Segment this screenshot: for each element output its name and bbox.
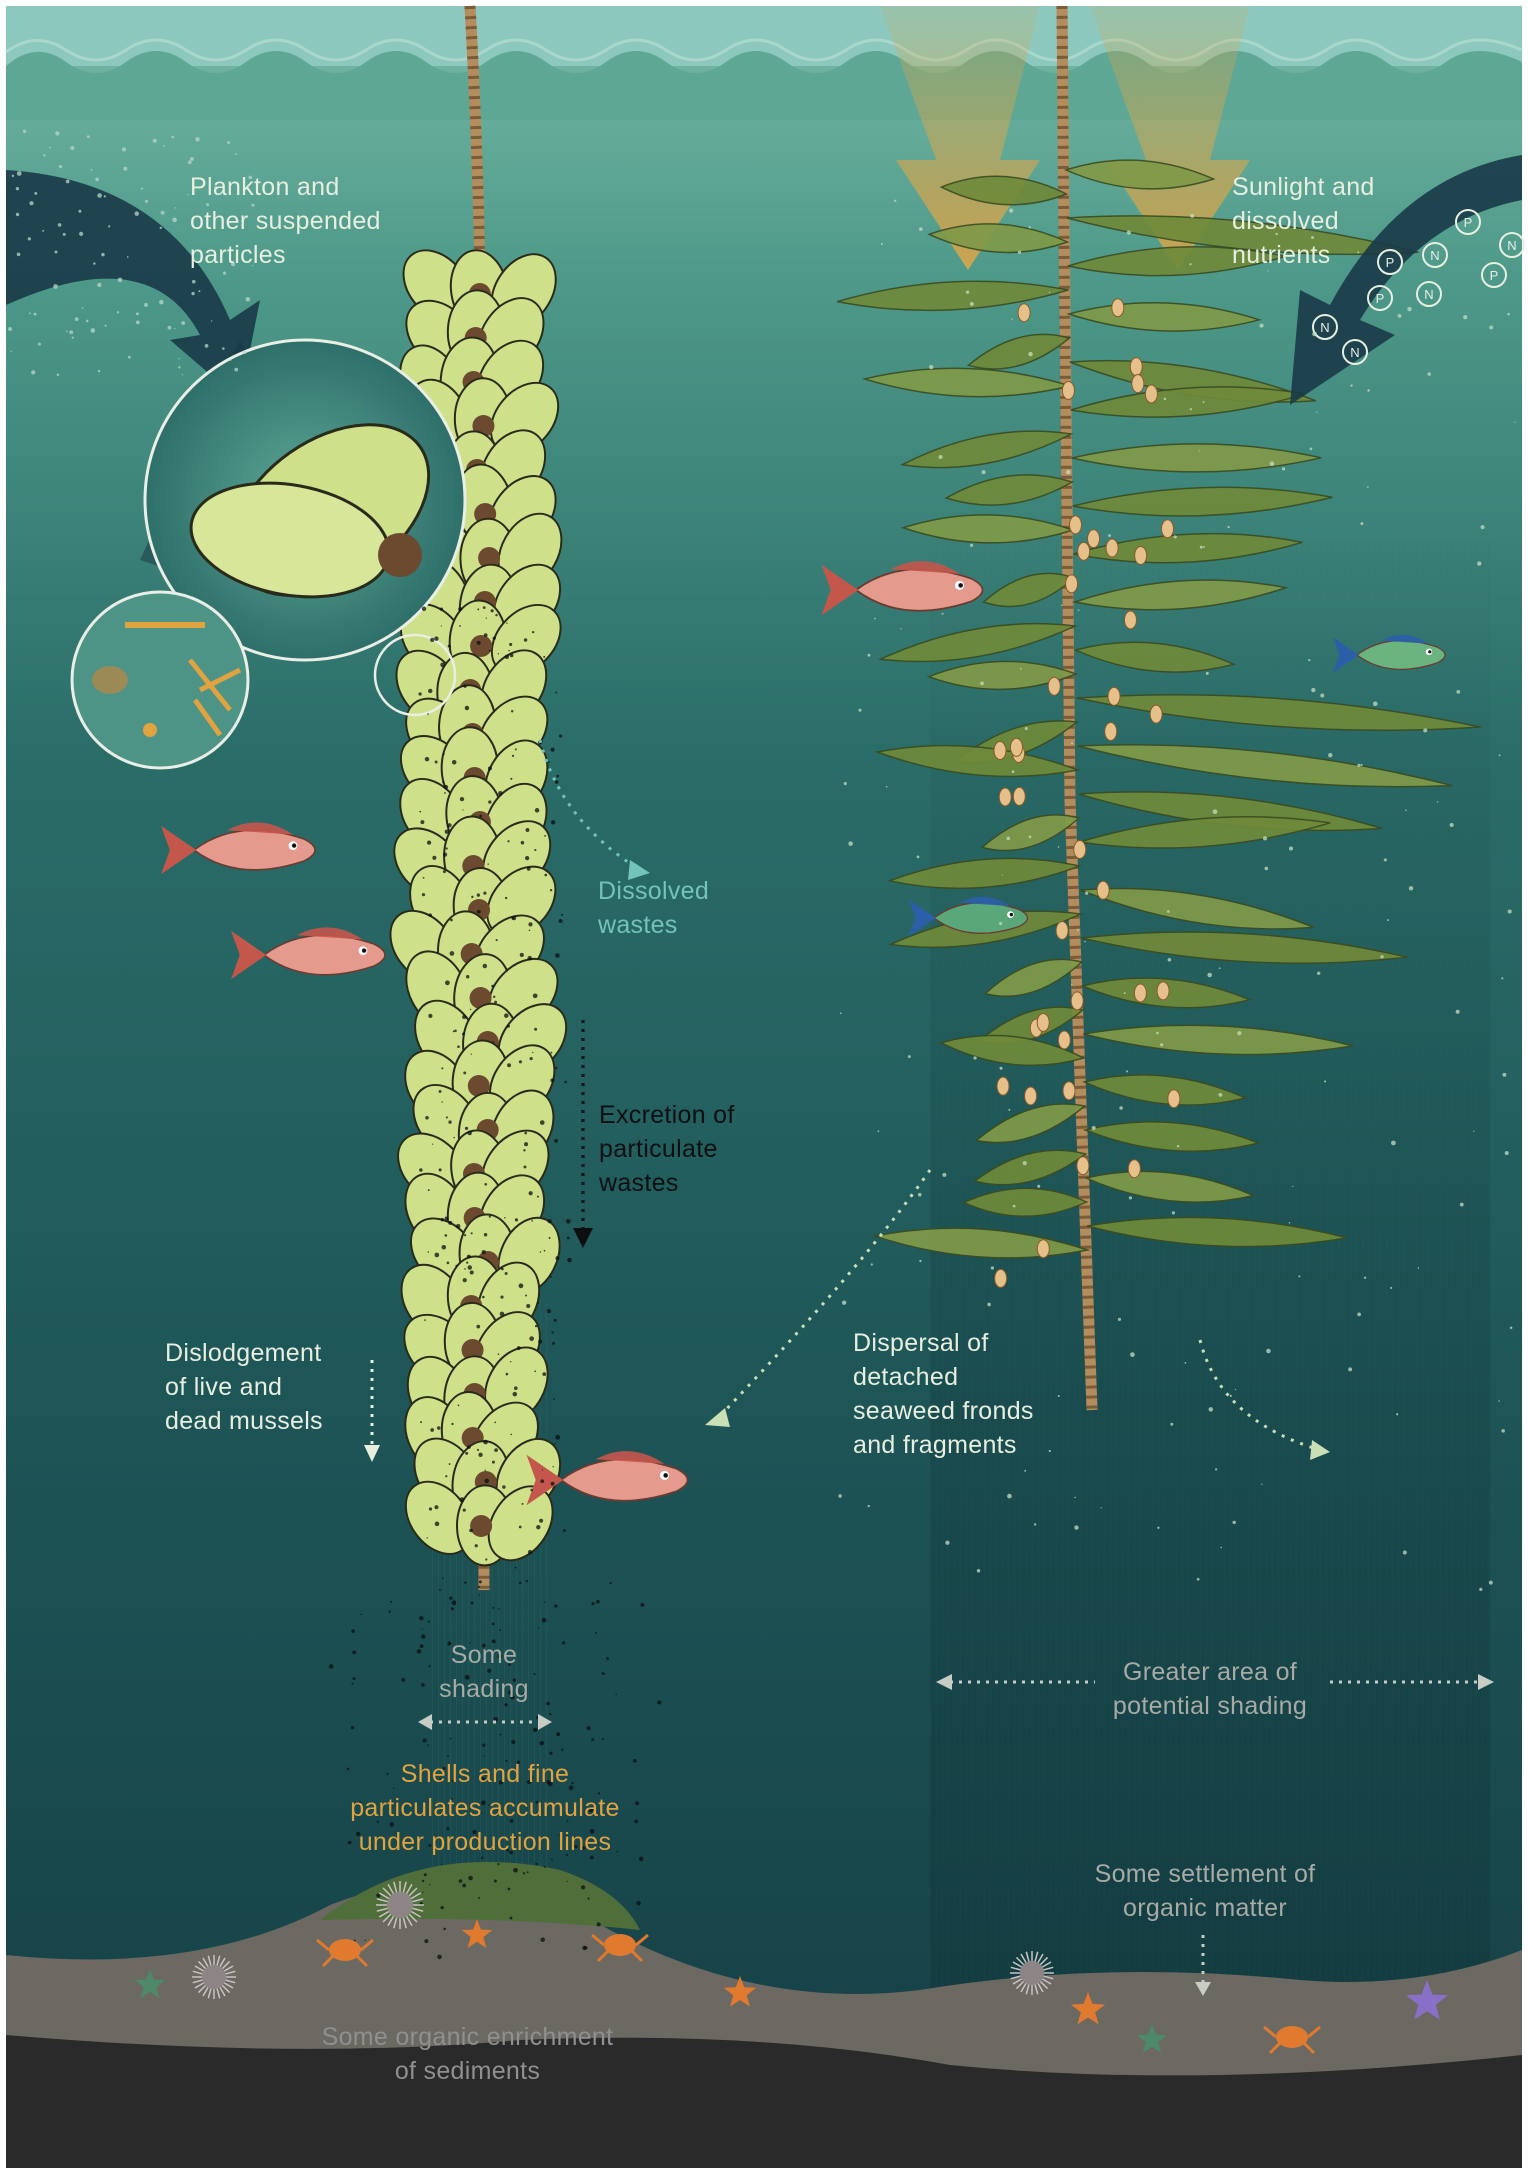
kelp-bladder-icon: [1168, 1090, 1180, 1108]
kelp-bladder-icon: [1112, 299, 1124, 317]
mussel-hinge-icon: [470, 1515, 492, 1537]
kelp-bladder-icon: [1128, 1160, 1140, 1178]
kelp-bladder-icon: [1108, 687, 1120, 705]
enrichment-label: Some organic enrichmentof sediments: [295, 2020, 640, 2088]
settlement-label: Some settlement oforganic matter: [1060, 1857, 1350, 1925]
svg-text:N: N: [1320, 320, 1329, 335]
kelp-bladder-icon: [1077, 1157, 1089, 1175]
kelp-bladder-icon: [1071, 992, 1083, 1010]
kelp-bladder-icon: [1150, 705, 1162, 723]
kelp-bladder-icon: [1161, 520, 1173, 538]
shells-accumulate-label: Shells and fineparticulates accumulateun…: [320, 1757, 650, 1859]
kelp-bladder-icon: [1124, 611, 1136, 629]
sea-urchin-icon: [376, 1881, 424, 1929]
kelp-bladder-icon: [1078, 542, 1090, 560]
kelp-bladder-icon: [1066, 575, 1078, 593]
kelp-bladder-icon: [1056, 921, 1068, 939]
kelp-bladder-icon: [1062, 381, 1074, 399]
kelp-bladder-icon: [1135, 546, 1147, 564]
svg-text:N: N: [1430, 248, 1439, 263]
some-shading-label: Someshading: [424, 1638, 544, 1706]
dispersal-label: Dispersal ofdetachedseaweed frondsand fr…: [853, 1326, 1034, 1462]
kelp-bladder-icon: [1145, 385, 1157, 403]
kelp-bladder-icon: [995, 1269, 1007, 1287]
kelp-bladder-icon: [994, 742, 1006, 760]
svg-text:N: N: [1350, 345, 1359, 360]
dissolved-wastes-label: Dissolvedwastes: [598, 874, 709, 942]
sunlight-label: Sunlight anddissolvednutrients: [1232, 170, 1375, 272]
svg-text:P: P: [1490, 268, 1499, 283]
kelp-bladder-icon: [1106, 539, 1118, 557]
kelp-bladder-icon: [1037, 1240, 1049, 1258]
kelp-bladder-icon: [1069, 516, 1081, 534]
plankton-label: Plankton andother suspendedparticles: [190, 170, 381, 272]
excretion-label: Excretion ofparticulatewastes: [599, 1098, 735, 1200]
kelp-bladder-icon: [1134, 984, 1146, 1002]
svg-text:P: P: [1386, 255, 1395, 270]
kelp-bladder-icon: [1048, 677, 1060, 695]
kelp-bladder-icon: [1088, 530, 1100, 548]
greater-shading-label: Greater area ofpotential shading: [1090, 1655, 1330, 1723]
kelp-bladder-icon: [1018, 304, 1030, 322]
kelp-bladder-icon: [999, 788, 1011, 806]
kelp-bladder-icon: [1157, 982, 1169, 1000]
kelp-bladder-icon: [1132, 375, 1144, 393]
svg-text:N: N: [1424, 287, 1433, 302]
kelp-bladder-icon: [1074, 840, 1086, 858]
kelp-bladder-icon: [1130, 358, 1142, 376]
kelp-bladder-icon: [1105, 722, 1117, 740]
kelp-bladder-icon: [1063, 1082, 1075, 1100]
sea-urchin-icon: [192, 1955, 236, 1999]
kelp-bladder-icon: [1058, 1031, 1070, 1049]
dislodgement-label: Dislodgementof live anddead mussels: [165, 1336, 323, 1438]
kelp-bladder-icon: [997, 1077, 1009, 1095]
svg-text:P: P: [1376, 291, 1385, 306]
svg-text:N: N: [1507, 238, 1516, 253]
kelp-bladder-icon: [1013, 787, 1025, 805]
svg-text:P: P: [1464, 215, 1473, 230]
kelp-bladder-icon: [1037, 1013, 1049, 1031]
kelp-bladder-icon: [1025, 1087, 1037, 1105]
kelp-bladder-icon: [1010, 738, 1022, 756]
sea-urchin-icon: [1010, 1951, 1054, 1995]
kelp-bladder-icon: [1097, 881, 1109, 899]
